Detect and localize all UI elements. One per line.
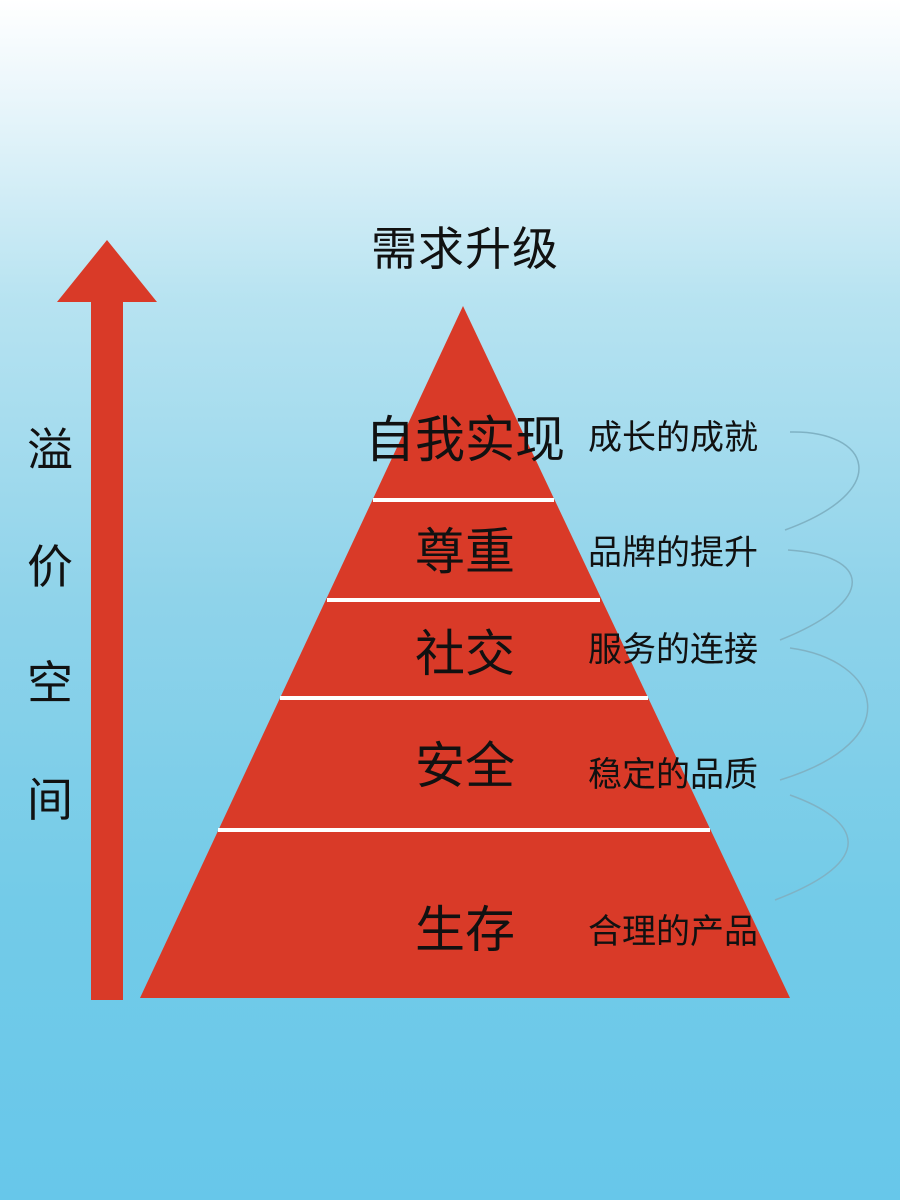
level-desc-self-actualization: 成长的成就 xyxy=(588,418,758,458)
level-desc-esteem: 品牌的提升 xyxy=(588,533,758,573)
axis-label-char: 价 xyxy=(27,539,73,594)
connector-curve xyxy=(784,431,860,531)
axis-label-char: 空 xyxy=(27,656,73,711)
axis-label-char: 间 xyxy=(27,772,73,827)
connector-curve xyxy=(779,647,869,781)
axis-label-vertical: 溢 价 空 间 xyxy=(18,420,82,830)
level-desc-safety: 稳定的品质 xyxy=(588,755,758,795)
upward-arrow-icon xyxy=(57,240,157,1000)
level-desc-survival: 合理的产品 xyxy=(588,912,758,952)
level-desc-social: 服务的连接 xyxy=(588,630,758,670)
pyramid-shape xyxy=(140,306,790,998)
level-name-esteem: 尊重 xyxy=(415,523,515,581)
diagram-title: 需求升级 xyxy=(371,222,559,276)
axis-label-char: 溢 xyxy=(27,423,73,477)
connector-curve xyxy=(774,794,849,901)
level-name-safety: 安全 xyxy=(415,737,515,795)
level-name-social: 社交 xyxy=(415,625,515,683)
level-name-self-actualization: 自我实现 xyxy=(365,411,565,469)
connector-curve xyxy=(779,549,853,641)
level-name-survival: 生存 xyxy=(415,901,515,959)
